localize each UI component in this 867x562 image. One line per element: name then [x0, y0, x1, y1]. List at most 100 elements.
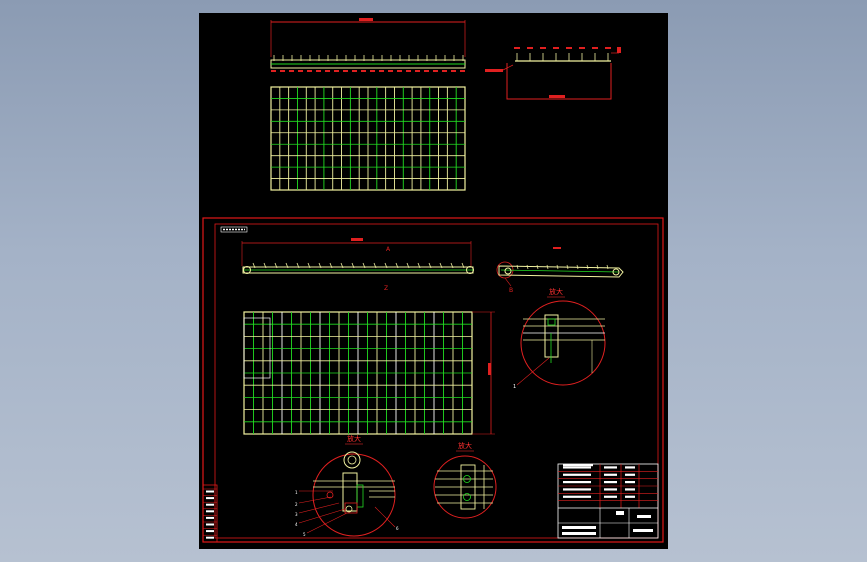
rail-tick [362, 262, 366, 269]
cad-drawing-sheet[interactable]: A Z B 放大 [199, 13, 668, 549]
rail-dim-mark [388, 70, 393, 72]
rail-dim-mark [343, 70, 348, 72]
rail-dim-mark [271, 70, 276, 72]
rail-dim-mark [352, 70, 357, 72]
rail-tick [576, 264, 579, 270]
rail-tick [546, 264, 549, 270]
title-cell-text [563, 473, 591, 476]
title-cell-text [625, 473, 635, 476]
rail-tick [263, 262, 267, 269]
title-cell-text [562, 532, 596, 535]
rail-tick [586, 264, 589, 270]
svg-text:6: 6 [396, 526, 399, 531]
rail-tick [384, 262, 388, 269]
title-cell-text [563, 488, 591, 491]
rail-tick [329, 262, 333, 269]
svg-text:A: A [386, 246, 391, 253]
detail-label-right: 放大 [549, 287, 563, 296]
svg-text:4: 4 [295, 522, 298, 527]
detail-label-bottom-left: 放大 [347, 434, 361, 443]
rail-tick [516, 264, 519, 270]
top-rail-ticks [271, 55, 465, 72]
top-elevation-view [270, 18, 466, 72]
rail-dim-mark [424, 70, 429, 72]
title-cell-text [604, 488, 617, 491]
rail-tick [274, 262, 278, 269]
title-cell-text [562, 526, 596, 529]
rail-tick [307, 262, 311, 269]
section-dim-mark [605, 47, 611, 49]
small-rail-view: B [496, 247, 624, 294]
rail-tick [566, 264, 569, 270]
rail-tick [296, 262, 300, 269]
section-dim-mark [553, 47, 559, 49]
rail-dim-mark [397, 70, 402, 72]
rail-tick [351, 262, 355, 269]
rail-tick [395, 262, 399, 269]
title-cell-text [625, 488, 635, 491]
title-cell-text [625, 495, 635, 498]
rail-tick [536, 264, 539, 270]
title-cell-text [563, 481, 591, 484]
detail-circle-bottom-mid: 放大 [433, 441, 497, 519]
legend-text-mark [206, 516, 214, 519]
cad-canvas: A Z B 放大 [202, 18, 664, 543]
title-cell-text [625, 466, 635, 469]
rail-tick [285, 262, 289, 269]
grid-inset-panel [243, 317, 271, 379]
section-dim-mark [540, 47, 546, 49]
rail-tick [439, 262, 443, 269]
legend-text-mark [206, 523, 214, 526]
title-cell-text [563, 466, 591, 469]
bottom-rail-view: A Z [241, 238, 474, 292]
svg-text:Z: Z [384, 285, 388, 292]
rail-tick [406, 262, 410, 269]
rail-dim-mark [298, 70, 303, 72]
rail-tick [318, 262, 322, 269]
detail-circle-bottom-left: 放大 1 2 3 4 5 6 [295, 434, 399, 537]
rail-tick [252, 262, 256, 269]
section-dim-mark [566, 47, 572, 49]
rail-dim-mark [415, 70, 420, 72]
title-cell-text [604, 495, 617, 498]
rail-dim-mark [433, 70, 438, 72]
title-cell-text [604, 473, 617, 476]
rail-dim-mark [361, 70, 366, 72]
svg-text:3: 3 [295, 512, 298, 517]
rail-tick [606, 264, 609, 270]
rail-tick [417, 262, 421, 269]
legend-text-mark [206, 490, 214, 493]
bottom-plan-grid [243, 311, 495, 435]
rail-dim-mark [442, 70, 447, 72]
rail-dim-mark [379, 70, 384, 72]
rail-dim-mark [307, 70, 312, 72]
title-cell-text [563, 464, 593, 467]
rail-dim-mark [460, 70, 465, 72]
rail-dim-mark [325, 70, 330, 72]
rail-tick [340, 262, 344, 269]
section-dim-mark [527, 47, 533, 49]
detail-label-bottom-mid: 放大 [458, 441, 472, 450]
rail-tick [428, 262, 432, 269]
svg-text:1: 1 [295, 490, 298, 495]
rail-tick [461, 262, 465, 269]
rail-tick [450, 262, 454, 269]
legend-text-mark [206, 510, 214, 513]
rail-dim-mark [289, 70, 294, 72]
svg-text:5: 5 [303, 532, 306, 537]
section-dim-mark [592, 47, 598, 49]
rail-tick [526, 264, 529, 270]
rail-dim-mark [370, 70, 375, 72]
svg-text:1: 1 [513, 384, 516, 390]
rail-dim-mark [280, 70, 285, 72]
title-cell-text [625, 481, 635, 484]
legend-text-mark [206, 497, 214, 500]
side-section-view [485, 47, 621, 100]
svg-text:B: B [509, 287, 513, 294]
rail-tick [373, 262, 377, 269]
section-dim-mark [579, 47, 585, 49]
rail-dim-mark [406, 70, 411, 72]
rail-dim-mark [334, 70, 339, 72]
title-cell-text [604, 481, 617, 484]
detail-circle-right: 放大 1 [513, 287, 606, 390]
